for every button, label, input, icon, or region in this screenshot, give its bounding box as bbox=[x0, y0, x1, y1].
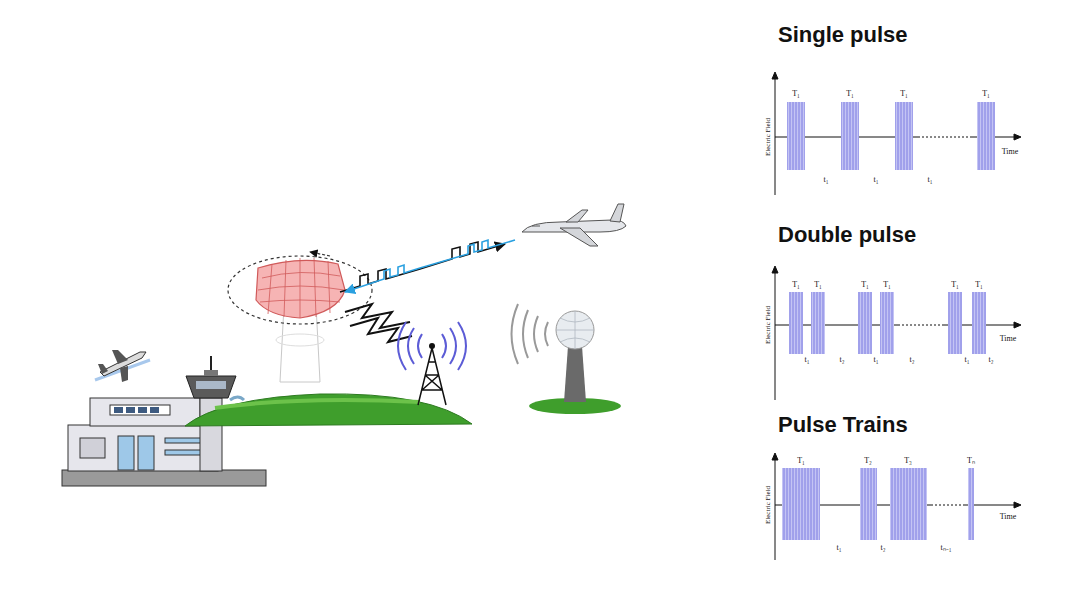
pulse-label: T₁ bbox=[975, 280, 983, 289]
interval-label: t₁ bbox=[927, 175, 932, 184]
interval-label: t₁ bbox=[873, 355, 878, 364]
axis-label: Time bbox=[1000, 334, 1017, 343]
pulse-label: T₁ bbox=[814, 280, 822, 289]
pulse-label: T₁ bbox=[982, 89, 990, 98]
double-pulse-chart bbox=[772, 266, 1021, 400]
interval-label: t₁ bbox=[804, 355, 809, 364]
pulse-label: T₂ bbox=[864, 456, 872, 465]
radar-antenna bbox=[256, 258, 345, 318]
interval-label: t₁ bbox=[964, 355, 969, 364]
axis-label: Time bbox=[1002, 147, 1019, 156]
interval-label: t₂ bbox=[880, 543, 885, 552]
pulse-label: T₁ bbox=[797, 456, 805, 465]
pulse-label: T₁ bbox=[861, 280, 869, 289]
radome bbox=[512, 304, 622, 414]
chart-title: Single pulse bbox=[778, 22, 908, 48]
pulse-label: T₁ bbox=[846, 89, 854, 98]
interval-label: t₂ bbox=[988, 355, 993, 364]
pulse-label: T₁ bbox=[951, 280, 959, 289]
single-pulse-chart bbox=[772, 72, 1021, 195]
pulse-label: T₁ bbox=[883, 280, 891, 289]
pulse-label: T₁ bbox=[900, 89, 908, 98]
chart-title: Double pulse bbox=[778, 222, 916, 248]
axis-label: Electric Field bbox=[764, 306, 772, 344]
pulse-label: T₁ bbox=[792, 89, 800, 98]
axis-label: Electric Field bbox=[764, 486, 772, 524]
pulse-trains-chart bbox=[772, 453, 1021, 560]
interval-label: t₂ bbox=[839, 355, 844, 364]
echo-signal bbox=[345, 240, 515, 292]
interval-label: tₙ₋₁ bbox=[940, 543, 951, 552]
interval-label: t₁ bbox=[873, 175, 878, 184]
axis-label: Electric Field bbox=[764, 118, 772, 156]
aircraft bbox=[522, 204, 626, 246]
pulse-label: Tₙ bbox=[967, 456, 975, 465]
green-hill bbox=[185, 394, 472, 426]
interval-label: t₂ bbox=[909, 355, 914, 364]
pulse-label: T₁ bbox=[792, 280, 800, 289]
chart-title: Pulse Trains bbox=[778, 412, 908, 438]
interval-label: t₁ bbox=[823, 175, 828, 184]
pulse-label: T₃ bbox=[904, 456, 912, 465]
axis-label: Time bbox=[1000, 512, 1017, 521]
interval-label: t₁ bbox=[836, 543, 841, 552]
antenna-mast bbox=[398, 322, 466, 405]
small-plane bbox=[95, 350, 150, 382]
